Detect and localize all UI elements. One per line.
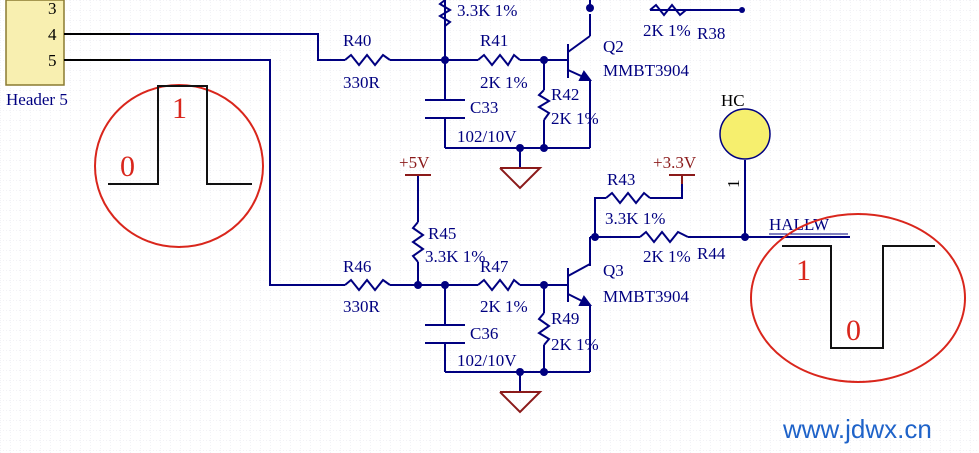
r40-ref: R40 <box>343 31 371 50</box>
resistor-r42-symbol <box>537 89 551 121</box>
header-pin-4-label: 4 <box>48 25 57 44</box>
hc-label: HC <box>721 91 745 110</box>
header-pin-5-label: 5 <box>48 51 57 70</box>
q3-part: MMBT3904 <box>603 287 689 306</box>
r42-ref: R42 <box>551 85 579 104</box>
output-wave-circle <box>750 213 966 383</box>
q2-part: MMBT3904 <box>603 61 689 80</box>
r49-ref: R49 <box>551 309 579 328</box>
transistor-q3-symbol <box>567 263 592 306</box>
capacitors <box>425 99 465 344</box>
hc-connector-pad[interactable] <box>719 108 771 160</box>
resistor-r45-symbol <box>411 221 425 263</box>
input-wave-high-label: 1 <box>172 92 187 125</box>
header-name-label: Header 5 <box>6 90 68 109</box>
resistor-r47-symbol <box>477 278 521 292</box>
r47-value: 2K 1% <box>480 297 528 316</box>
c33-ref: C33 <box>470 98 498 117</box>
c36-ref: C36 <box>470 324 498 343</box>
resistor-r40-symbol <box>344 53 391 67</box>
r38-ref: R38 <box>697 24 725 43</box>
watermark-text: www.jdwx.cn <box>782 414 932 444</box>
resistor-r46-symbol <box>344 278 391 292</box>
supply-3v3-label: +3.3V <box>653 153 697 172</box>
ground-symbol-bottom <box>499 391 543 414</box>
output-square-wave <box>782 245 935 349</box>
resistor-r43-symbol <box>605 191 651 205</box>
resistor-r38-symbol <box>649 3 687 17</box>
resistor-r44-symbol <box>639 230 689 244</box>
q3-ref: Q3 <box>603 261 624 280</box>
resistor-r49-symbol <box>537 312 551 346</box>
input-wave-low-label: 0 <box>120 150 135 183</box>
power-symbols <box>405 174 695 184</box>
transistor-q2-symbol <box>567 14 592 81</box>
r38-value: 2K 1% <box>643 21 691 40</box>
q2-ref: Q2 <box>603 37 624 56</box>
r46-ref: R46 <box>343 257 371 276</box>
r44-value: 2K 1% <box>643 247 691 266</box>
output-wave-high-label: 1 <box>796 254 811 287</box>
r43-value: 3.3K 1% <box>605 209 665 228</box>
hallw-net-label: HALLW <box>769 215 830 234</box>
header-pin-3-label: 3 <box>48 0 57 18</box>
r45-value: 3.3K 1% <box>425 247 485 266</box>
r45-ref: R45 <box>428 224 456 243</box>
junction-dots <box>414 4 749 376</box>
output-waveform-annotation: 1 0 <box>750 213 966 383</box>
resistors <box>344 0 689 346</box>
c33-value: 102/10V <box>457 127 517 146</box>
ground-symbols <box>499 167 543 414</box>
ground-symbol-top <box>499 167 543 190</box>
r44-ref: R44 <box>697 244 726 263</box>
r41-ref: R41 <box>480 31 508 50</box>
r46-value: 330R <box>343 297 381 316</box>
output-wave-low-label: 0 <box>846 314 861 347</box>
c36-value: 102/10V <box>457 351 517 370</box>
r43-ref: R43 <box>607 170 635 189</box>
input-square-wave <box>108 85 252 185</box>
input-waveform-annotation: 0 1 <box>94 84 264 248</box>
supply-5v-label: +5V <box>399 153 430 172</box>
r42-value: 2K 1% <box>551 109 599 128</box>
r47-ref: R47 <box>480 257 509 276</box>
resistor-top-pullup-symbol <box>438 0 452 27</box>
r40-value: 330R <box>343 73 381 92</box>
r49-value: 2K 1% <box>551 335 599 354</box>
top-pullup-value: 3.3K 1% <box>457 1 517 20</box>
header-5-connector[interactable]: 3 4 5 <box>5 0 65 86</box>
resistor-r41-symbol <box>477 53 521 67</box>
r41-value: 2K 1% <box>480 73 528 92</box>
hc-pin-number: 1 <box>724 180 743 189</box>
